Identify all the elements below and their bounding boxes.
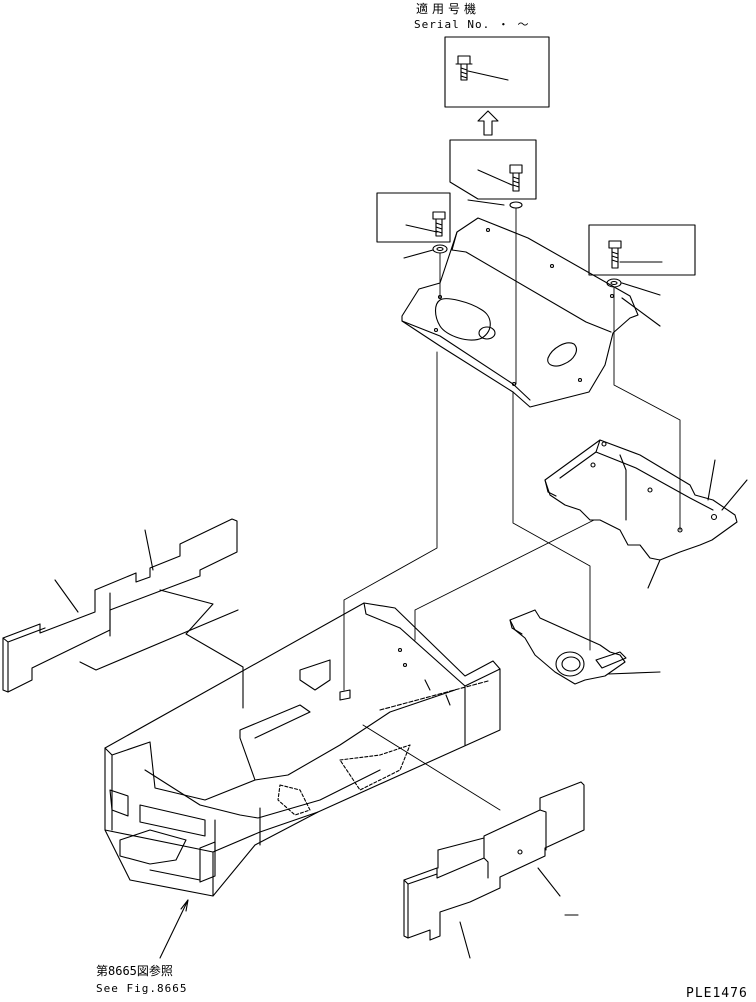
bolt-icon bbox=[510, 165, 522, 191]
reference-label-jp: 第8665図参照 bbox=[96, 964, 173, 978]
bolt-box-left bbox=[377, 193, 450, 258]
hinge-bracket bbox=[510, 610, 660, 684]
bolt-icon bbox=[433, 212, 445, 236]
side-plate-left bbox=[3, 519, 243, 708]
bolt-variant-box bbox=[445, 37, 549, 107]
drawing-code: PLE1476 bbox=[686, 986, 748, 1001]
bolt-box-right bbox=[589, 225, 695, 326]
top-cover-plate bbox=[402, 218, 638, 407]
side-plate-bottom bbox=[404, 782, 584, 958]
arrow-up-icon bbox=[478, 111, 498, 135]
assembly-lines bbox=[344, 208, 680, 810]
reference-label-en: See Fig.8665 bbox=[96, 982, 188, 995]
right-bracket-plate bbox=[545, 440, 747, 588]
serial-label-en-text: Serial No. bbox=[414, 18, 491, 31]
main-frame bbox=[105, 603, 500, 896]
bolt-box-center bbox=[450, 140, 536, 208]
bolt-icon bbox=[609, 241, 621, 268]
serial-label-jp: 適用号機 bbox=[416, 2, 481, 16]
bolt-icon bbox=[456, 56, 472, 80]
serial-label-en: Serial No. ・ ～ bbox=[414, 16, 529, 32]
serial-range: ・ ～ bbox=[497, 18, 530, 31]
reference-arrow bbox=[160, 900, 188, 958]
